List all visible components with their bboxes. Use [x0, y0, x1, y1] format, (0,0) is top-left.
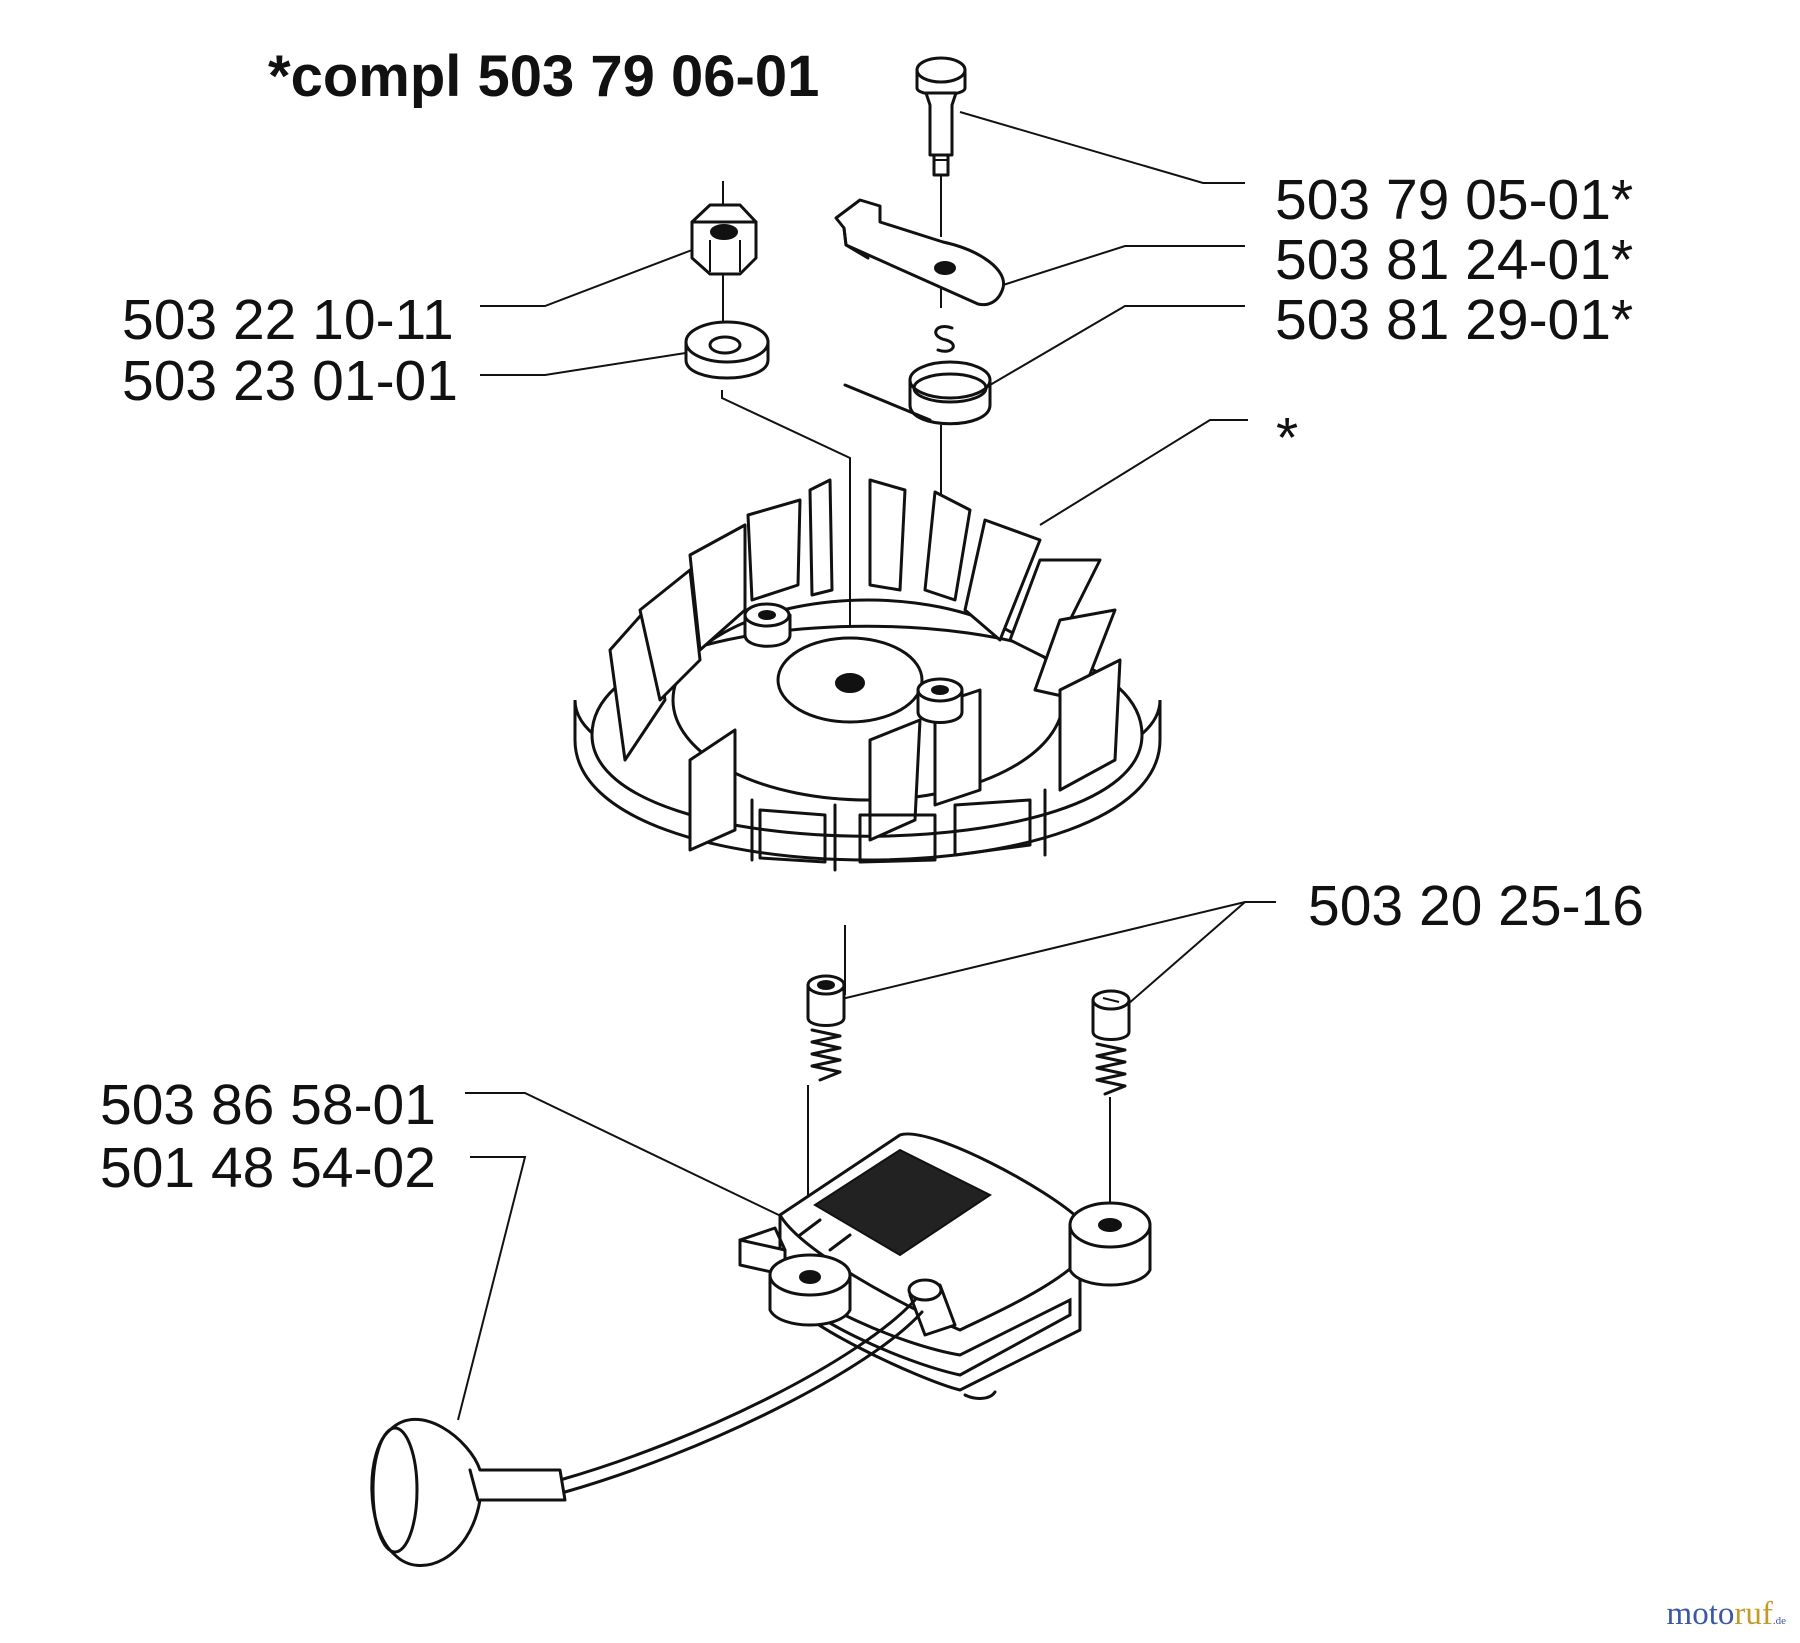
pawl-spring-drawing [843, 325, 992, 426]
leader-screw-right [1111, 901, 1246, 1019]
leader-pawl [1002, 245, 1245, 286]
leader-nut [480, 249, 693, 307]
part-label-screws: 503 20 25-16 [1308, 874, 1644, 938]
ignition-module-drawing [738, 1132, 1152, 1400]
nut-drawing [690, 203, 758, 276]
screw-right-drawing [1091, 989, 1131, 1096]
part-label-spark-plug-cap: 501 48 54-02 [100, 1136, 436, 1200]
part-label-ignition-module: 503 86 58-01 [100, 1073, 436, 1137]
part-label-washer: 503 23 01-01 [122, 349, 458, 413]
spark-plug-cap-drawing [370, 1298, 924, 1567]
kit-part-number-heading: *compl 503 79 06-01 [268, 44, 820, 109]
watermark-part2: ruf [1734, 1596, 1773, 1632]
washer-drawing [684, 320, 770, 380]
part-label-pawl-pin: 503 79 05-01* [1275, 168, 1634, 232]
leader-pawl-pin [959, 111, 1245, 184]
flywheel-fins [608, 478, 1122, 852]
watermark-part3: .de [1772, 1615, 1786, 1627]
watermark-logo: motoruf.de [1667, 1598, 1786, 1631]
flywheel-drawing [573, 478, 1162, 872]
watermark-part1: moto [1666, 1596, 1735, 1632]
pawl-drawing [834, 198, 1006, 307]
part-label-nut: 503 22 10-11 [122, 288, 454, 352]
part-label-flywheel: * [1276, 406, 1299, 470]
leader-spark-plug-cap [457, 1156, 527, 1421]
leader-washer [480, 351, 693, 376]
leader-screw-left [824, 901, 1276, 1004]
part-label-pawl: 503 81 24-01* [1275, 228, 1634, 292]
leader-pawl-spring [989, 305, 1245, 386]
screw-left-drawing [806, 974, 846, 1082]
part-label-pawl-spring: 503 81 29-01* [1275, 288, 1634, 352]
leader-ignition-module [465, 1092, 786, 1219]
leader-flywheel [1039, 419, 1248, 526]
pawl-pin-drawing [915, 56, 967, 177]
leader-lines [457, 111, 1276, 1421]
